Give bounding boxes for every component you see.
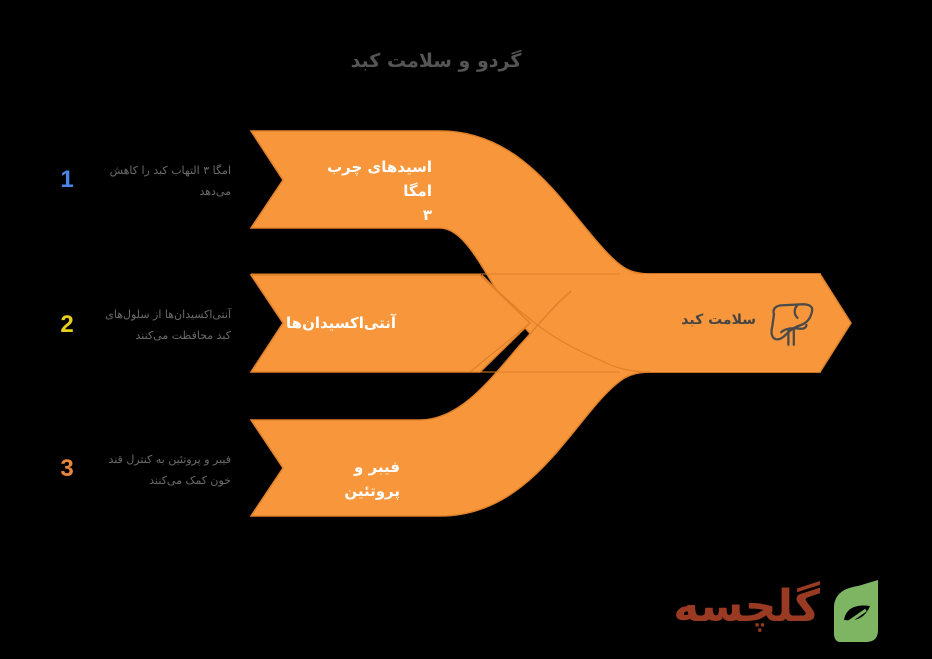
output-arrow (560, 274, 851, 372)
liver-icon (770, 303, 814, 346)
step-description-1: امگا ۳ التهاب کبد را کاهش می‌دهد (109, 164, 231, 198)
diagram-title: گردو و سلامت کبد (350, 50, 522, 72)
ribbon-label-1: اسیدهای چرب امگا ۳ (296, 155, 432, 227)
output-label: سلامت کبد (681, 312, 756, 328)
leaf-icon (834, 580, 878, 642)
step-number-3: 3 (60, 455, 74, 482)
step-description-3: فیبر و پروتئین به کنترل قند خون کمک می‌ک… (108, 453, 231, 487)
step-number-2: 2 (60, 311, 74, 338)
ribbon-label-2: آنتی‌اکسیدان‌ها (286, 314, 396, 332)
step-number-1: 1 (60, 166, 74, 193)
ribbon-label-1-line1: اسیدهای چرب امگا (327, 158, 432, 200)
step-description-2: آنتی‌اکسیدان‌ها از سلول‌های کبد محافظت م… (105, 308, 231, 342)
ribbon-label-1-line2: ۳ (422, 206, 432, 224)
ribbon-label-3: فیبر و پروتئین (344, 458, 400, 500)
brand-logo: گلچسه (670, 575, 885, 647)
logo-text: گلچسه (673, 581, 820, 632)
